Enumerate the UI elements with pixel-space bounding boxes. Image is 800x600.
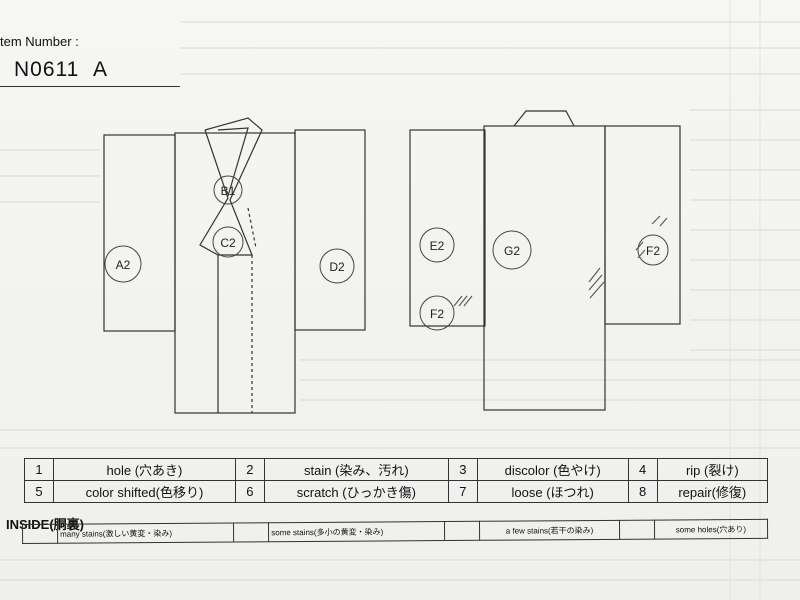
legend-label: repair(修復) [656,480,769,503]
inside-option-label: many stains(激しい黄変・染み) [57,523,234,544]
legend-number: 7 [447,480,478,503]
inside-section-title: INSIDE(胴裏) [6,517,85,532]
legend-number: 2 [234,458,265,481]
damage-hatching [453,215,668,307]
inside-checkbox[interactable] [233,522,269,543]
item-number-value: N0611 A [14,58,108,82]
legend-label: stain (染み、汚れ) [263,458,449,481]
front-collar [199,117,263,256]
front-view [103,117,366,414]
front-right-sleeve [294,129,366,331]
damage-legend-table: 1 hole (穴あき) 2 stain (染み、汚れ) 3 discolor … [24,458,769,503]
zone-marker-d2 [319,248,355,284]
inside-option-label: some stains(多小の黄変・染み) [268,521,445,542]
zone-marker-f2-left [419,295,455,331]
legend-label: loose (ほつれ) [476,480,629,503]
zone-label-c2: C2 [220,236,236,250]
back-view [409,110,681,411]
zone-label-b1: B1 [221,184,236,198]
legend-label: rip (裂け) [656,458,769,481]
item-number-underline [0,86,180,87]
zone-label-e2: E2 [430,239,445,253]
legend-label: color shifted(色移り) [53,480,236,503]
back-body [483,125,606,411]
back-left-sleeve [409,129,486,327]
item-number: N0611 [14,58,80,81]
legend-number: 3 [447,458,478,481]
back-collar [513,110,575,127]
legend-label: scratch (ひっかき傷) [263,480,449,503]
zone-marker-f2-right [637,234,669,266]
legend-row: 5 color shifted(色移り) 6 scratch (ひっかき傷) 7… [24,480,769,503]
zone-marker-c2 [212,226,244,258]
inside-option-label: some holes(穴あり) [654,519,768,540]
zone-label-f2-right: F2 [646,244,660,258]
item-number-label: tem Number : [0,34,79,49]
inside-checkbox[interactable] [444,521,480,541]
inside-checkbox[interactable] [619,520,655,540]
zone-marker-a2 [104,245,142,283]
inside-checkbox[interactable] [22,524,58,544]
legend-number: 6 [234,480,265,503]
inside-option-label: a few stains(若干の染み) [479,520,620,541]
front-left-sleeve [103,134,176,332]
legend-number: 8 [627,480,658,503]
legend-number: 4 [627,458,658,481]
front-collar-inner [217,127,249,197]
item-suffix: A [93,58,109,81]
back-right-sleeve [604,125,681,325]
legend-label: hole (穴あき) [53,458,236,481]
front-collar-dashed [247,207,257,249]
front-body [174,132,296,414]
zone-marker-b1 [213,175,243,205]
legend-label: discolor (色やけ) [476,458,629,481]
zone-label-g2: G2 [504,244,520,258]
zone-label-d2: D2 [329,260,345,274]
legend-row: 1 hole (穴あき) 2 stain (染み、汚れ) 3 discolor … [24,458,769,481]
zone-marker-g2 [492,230,532,270]
zone-marker-e2 [419,227,455,263]
legend-number: 5 [24,480,54,503]
legend-number: 1 [24,458,54,481]
zone-label-f2-left: F2 [430,307,444,321]
zone-label-a2: A2 [116,258,131,272]
